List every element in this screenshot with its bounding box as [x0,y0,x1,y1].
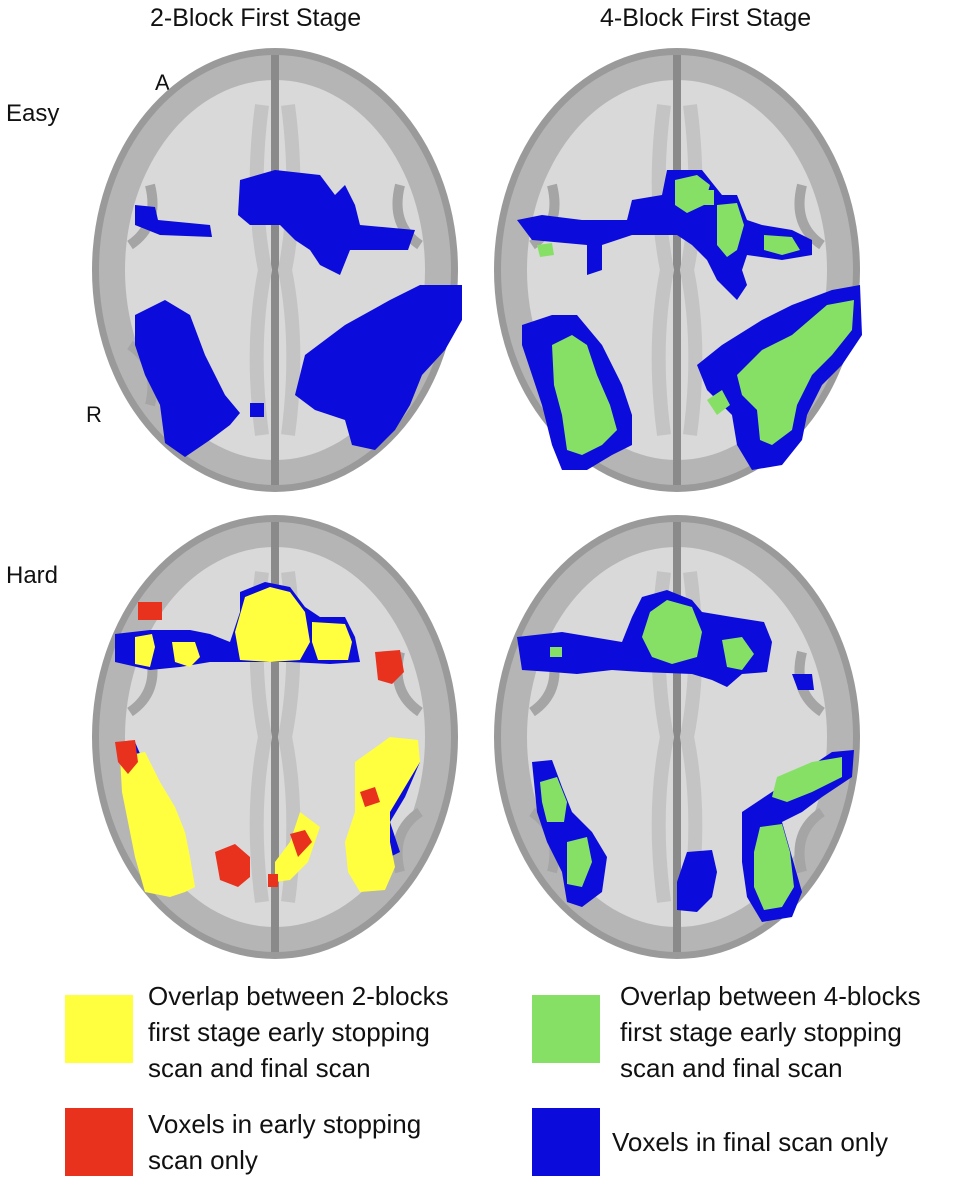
brain-easy-2block [90,45,465,495]
brain-hard-4block [492,512,867,962]
right-marker: R [86,402,102,427]
anterior-marker: A [155,70,170,95]
column-title-4block: 4-Block First Stage [600,4,812,32]
voxels-final-only [135,170,462,457]
legend-swatch-early-only [65,1108,133,1176]
legend-label-overlap-2block: Overlap between 2-blocks first stage ear… [148,981,449,1083]
legend-swatch-final-only [532,1108,600,1176]
legend-label-overlap-4block: Overlap between 4-blocks first stage ear… [620,981,921,1083]
row-label-hard: Hard [6,562,59,589]
legend-label-early-only: Voxels in early stopping scan only [148,1109,422,1175]
legend-swatch-overlap-2block [65,995,133,1063]
row-label-easy: Easy [6,100,60,127]
voxels-overlap-4block [537,175,854,455]
brain-hard-2block [90,512,465,962]
column-title-2block: 2-Block First Stage [150,4,362,32]
legend-swatch-overlap-4block [532,995,600,1063]
voxels-overlap-4block [540,600,842,910]
legend-label-final-only: Voxels in final scan only [612,1127,889,1157]
voxels-overlap-2block [120,587,420,897]
voxels-early-only [115,602,404,887]
brain-easy-4block [492,45,867,495]
